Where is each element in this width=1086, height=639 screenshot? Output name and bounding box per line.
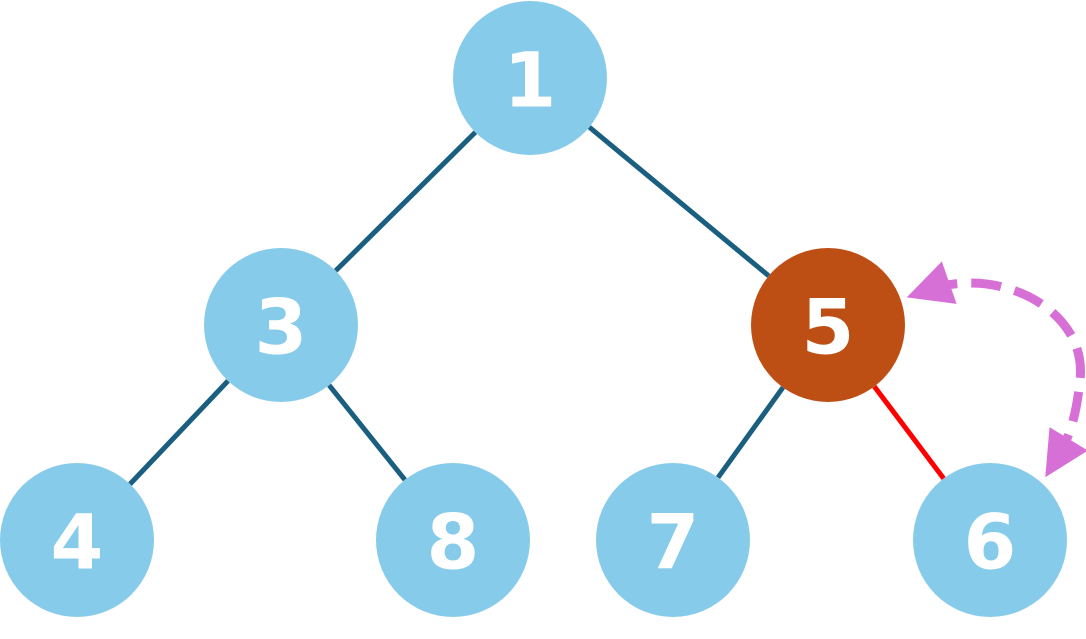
node-3: 3 [204, 248, 358, 402]
node-6: 6 [913, 463, 1067, 617]
node-4: 4 [0, 463, 154, 617]
edge-5-7 [716, 385, 785, 480]
edge-3-8 [327, 383, 407, 482]
node-5-circle-highlighted [751, 248, 905, 402]
edge-1-3 [333, 130, 478, 273]
node-1-circle [453, 1, 607, 155]
node-4-circle [0, 463, 154, 617]
node-7-circle [596, 463, 750, 617]
edge-1-5 [587, 125, 771, 278]
node-1-label: 1 [504, 36, 557, 125]
edge-3-4 [128, 379, 230, 486]
node-3-circle [204, 248, 358, 402]
node-1: 1 [453, 1, 607, 155]
node-7-label: 7 [647, 498, 700, 587]
node-8-label: 8 [427, 498, 480, 587]
node-6-circle [913, 463, 1067, 617]
edge-5-6-highlighted [872, 384, 946, 481]
node-8: 8 [376, 463, 530, 617]
node-5-label: 5 [802, 283, 855, 372]
node-4-label: 4 [51, 498, 104, 587]
dashed-double-arrow-icon [906, 261, 1086, 478]
node-3-label: 3 [255, 283, 308, 372]
node-7: 7 [596, 463, 750, 617]
node-5: 5 [751, 248, 905, 402]
node-6-label: 6 [964, 498, 1017, 587]
node-8-circle [376, 463, 530, 617]
